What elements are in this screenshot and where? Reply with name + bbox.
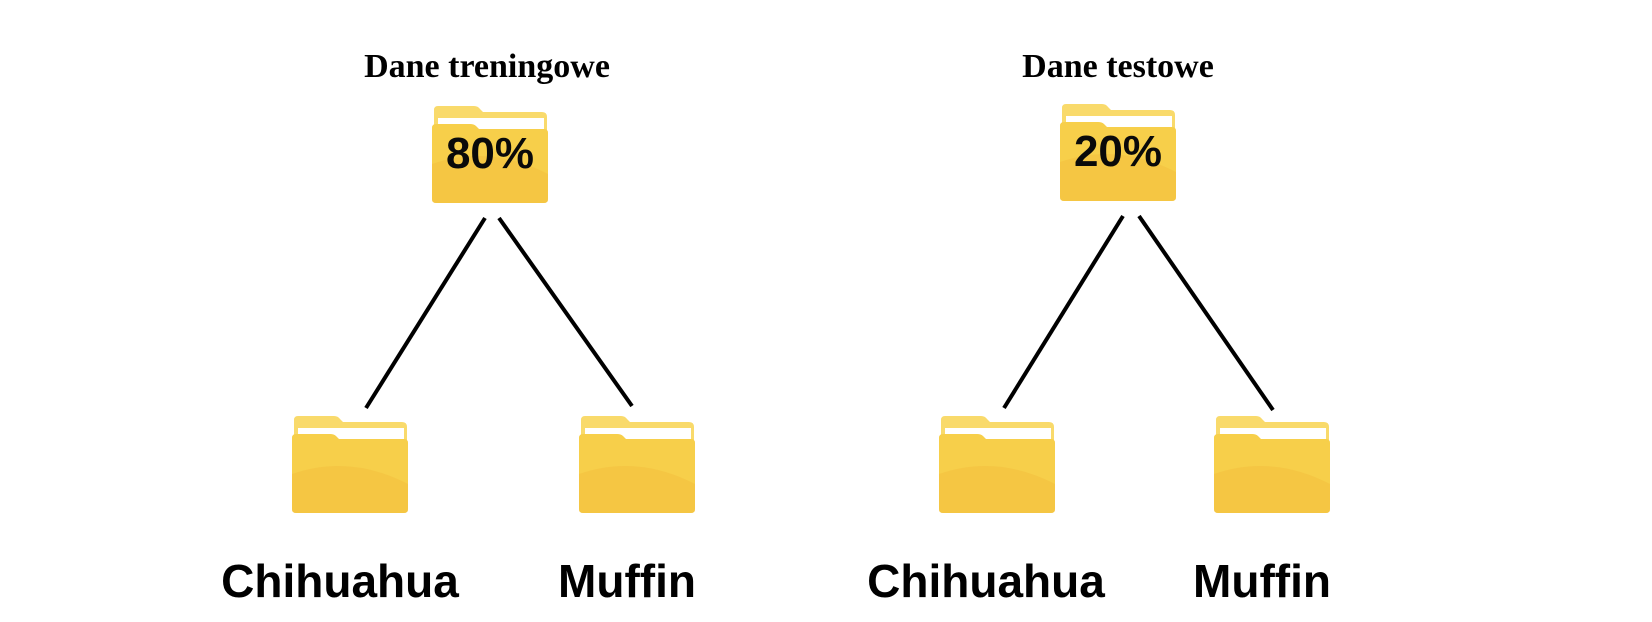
folder-icon (579, 416, 695, 513)
folder-icon (292, 416, 408, 513)
connector-test-muffin (1137, 214, 1275, 412)
connector-test-chihuahua (1002, 214, 1125, 410)
test-chihuahua-folder[interactable] (937, 414, 1057, 514)
connector-train-muffin (497, 216, 634, 408)
train-muffin-folder[interactable] (577, 414, 697, 514)
test-group-title: Dane testowe (1022, 48, 1214, 85)
folder-icon (1214, 416, 1330, 513)
train-percent-label: 80% (445, 129, 535, 178)
test-muffin-label: Muffin (1193, 555, 1331, 607)
test-chihuahua-label: Chihuahua (867, 555, 1105, 607)
train-chihuahua-folder[interactable] (290, 414, 410, 514)
test-folder[interactable]: 20% (1058, 102, 1178, 202)
test-muffin-folder[interactable] (1212, 414, 1332, 514)
train-muffin-label: Muffin (558, 555, 696, 607)
test-percent-label: 20% (1073, 127, 1163, 176)
train-folder[interactable]: 80% (430, 104, 550, 204)
folder-icon (939, 416, 1055, 513)
train-chihuahua-label: Chihuahua (221, 555, 459, 607)
folder-icon (1060, 104, 1176, 201)
connector-train-chihuahua (364, 216, 487, 410)
train-group-title: Dane treningowe (364, 48, 610, 85)
folder-icon (432, 106, 548, 203)
